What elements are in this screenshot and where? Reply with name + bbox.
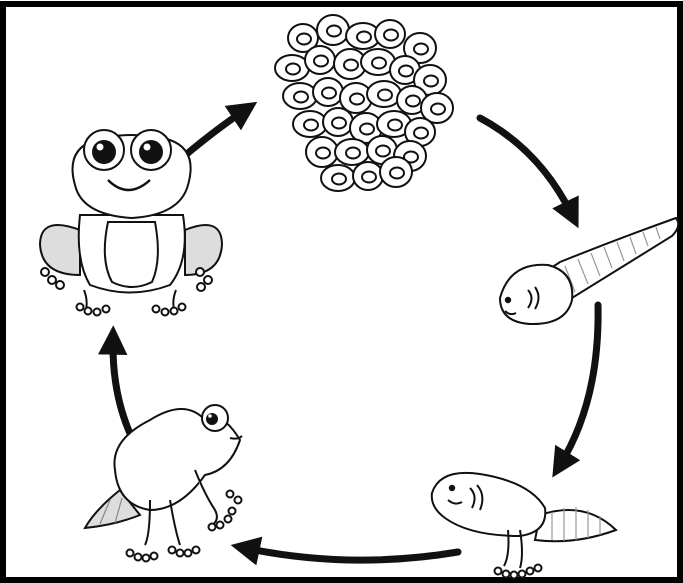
egg-yolk [431, 104, 445, 115]
egg-yolk [332, 118, 346, 129]
egg-yolk [344, 60, 358, 71]
egg-yolk [346, 148, 360, 159]
egg-yolk [322, 88, 336, 99]
egg-yolk [316, 148, 330, 159]
egg-yolk [294, 92, 308, 103]
egg-yolk [414, 128, 428, 139]
egg-yolk [357, 32, 371, 43]
egg-yolk [388, 120, 402, 131]
egg-yolk [378, 90, 392, 101]
egg-yolk [399, 66, 413, 77]
egg-yolk [314, 56, 328, 67]
egg-yolk [350, 94, 364, 105]
egg-yolk [376, 146, 390, 157]
egg-yolk [360, 124, 374, 135]
egg-yolk [297, 34, 311, 45]
egg-yolk [414, 44, 428, 55]
egg-yolk [424, 76, 438, 87]
egg-yolk [327, 26, 341, 37]
egg-yolk [390, 168, 404, 179]
egg-yolk [372, 58, 386, 69]
egg-yolk [406, 96, 420, 107]
egg-yolk [304, 120, 318, 131]
egg-yolk [286, 64, 300, 75]
egg-yolk [362, 172, 376, 183]
egg-yolk [332, 174, 346, 185]
egg-yolk [384, 30, 398, 41]
